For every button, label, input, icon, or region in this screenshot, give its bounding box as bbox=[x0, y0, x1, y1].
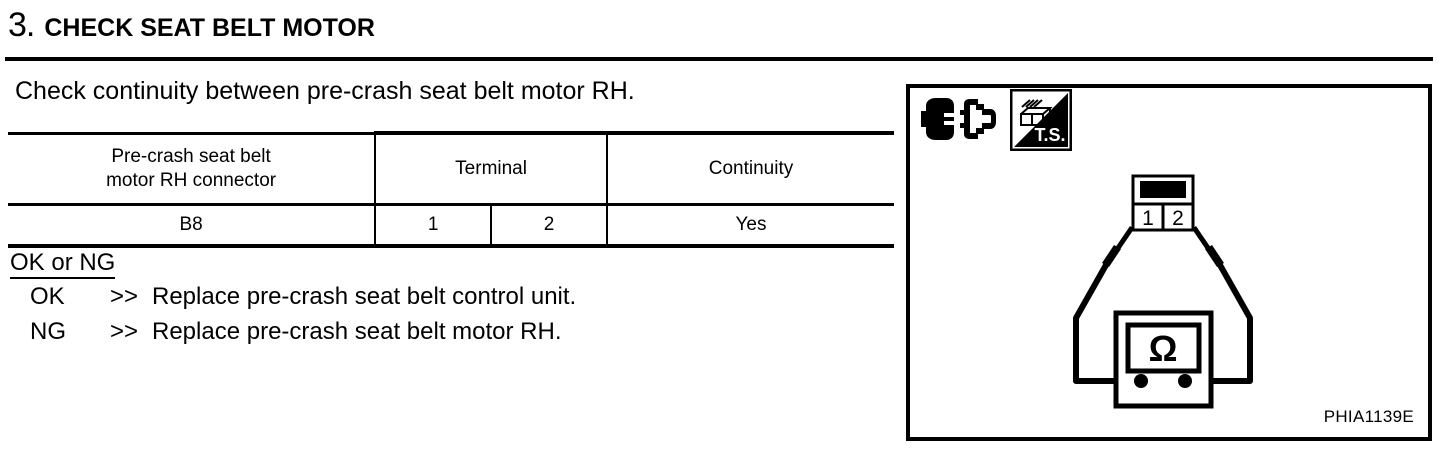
judgement-label-ok: OK bbox=[30, 283, 65, 311]
meter-terminal-right bbox=[1178, 374, 1192, 388]
judgement-row-ng: NG >> Replace pre-crash seat belt motor … bbox=[10, 316, 576, 348]
header-divider bbox=[5, 57, 1433, 61]
judgement-label-ng: NG bbox=[30, 317, 66, 345]
ohmmeter-graphic: Ω bbox=[1113, 310, 1214, 409]
header-connector-line1: Pre-crash seat belt bbox=[111, 146, 271, 167]
figure-code: PHIA1139E bbox=[1323, 407, 1414, 426]
test-probe-right bbox=[1192, 226, 1224, 267]
tool-symbol-icon: T.S. bbox=[1010, 89, 1072, 151]
ohm-symbol-label: Ω bbox=[1149, 328, 1178, 369]
test-lead-left bbox=[1073, 263, 1141, 384]
header-cell-continuity: Continuity bbox=[605, 131, 894, 205]
meter-terminal-left bbox=[1134, 374, 1148, 388]
continuity-table: Pre-crash seat belt motor RH connector T… bbox=[8, 131, 894, 248]
connector-terminal-1-label: 1 bbox=[1142, 207, 1154, 230]
judgement-arrow-ng: >> bbox=[110, 317, 139, 345]
continuity-test-diagram: 1 2 Ω bbox=[1073, 174, 1253, 409]
judgement-row-ok: OK >> Replace pre-crash seat belt contro… bbox=[10, 281, 576, 313]
cell-terminal-1: 1 bbox=[374, 203, 492, 248]
cell-connector-value: B8 bbox=[8, 203, 376, 248]
page-title: CHECK SEAT BELT MOTOR bbox=[44, 14, 375, 42]
tool-symbol-label: T.S. bbox=[1034, 125, 1065, 145]
figure-panel: T.S. 1 2 Ω bbox=[906, 84, 1432, 441]
step-header: 3. CHECK SEAT BELT MOTOR bbox=[8, 8, 375, 42]
connector-disconnect-icon bbox=[921, 98, 996, 140]
cell-continuity-value: Yes bbox=[605, 203, 894, 248]
header-cell-terminal: Terminal bbox=[374, 131, 607, 205]
header-connector-line2: motor RH connector bbox=[106, 169, 277, 191]
connector-graphic: 1 2 bbox=[1131, 174, 1195, 232]
table-row: B8 1 2 Yes bbox=[8, 203, 894, 248]
table-header-row: Pre-crash seat belt motor RH connector T… bbox=[8, 131, 894, 205]
header-cell-connector: Pre-crash seat belt motor RH connector bbox=[8, 131, 376, 205]
test-probe-left bbox=[1102, 226, 1134, 267]
judgement-action-ng: Replace pre-crash seat belt motor RH. bbox=[152, 317, 562, 345]
judgement-block: OK or NG OK >> Replace pre-crash seat be… bbox=[10, 249, 576, 348]
instruction-text: Check continuity between pre-crash seat … bbox=[15, 77, 635, 105]
connector-terminal-2-label: 2 bbox=[1172, 207, 1184, 230]
test-lead-right bbox=[1185, 263, 1253, 384]
cell-terminal-2: 2 bbox=[490, 203, 607, 248]
judgement-arrow-ok: >> bbox=[110, 283, 139, 311]
judgement-action-ok: Replace pre-crash seat belt control unit… bbox=[152, 283, 577, 311]
step-number: 3. bbox=[8, 6, 35, 44]
judgement-title: OK or NG bbox=[10, 249, 116, 280]
